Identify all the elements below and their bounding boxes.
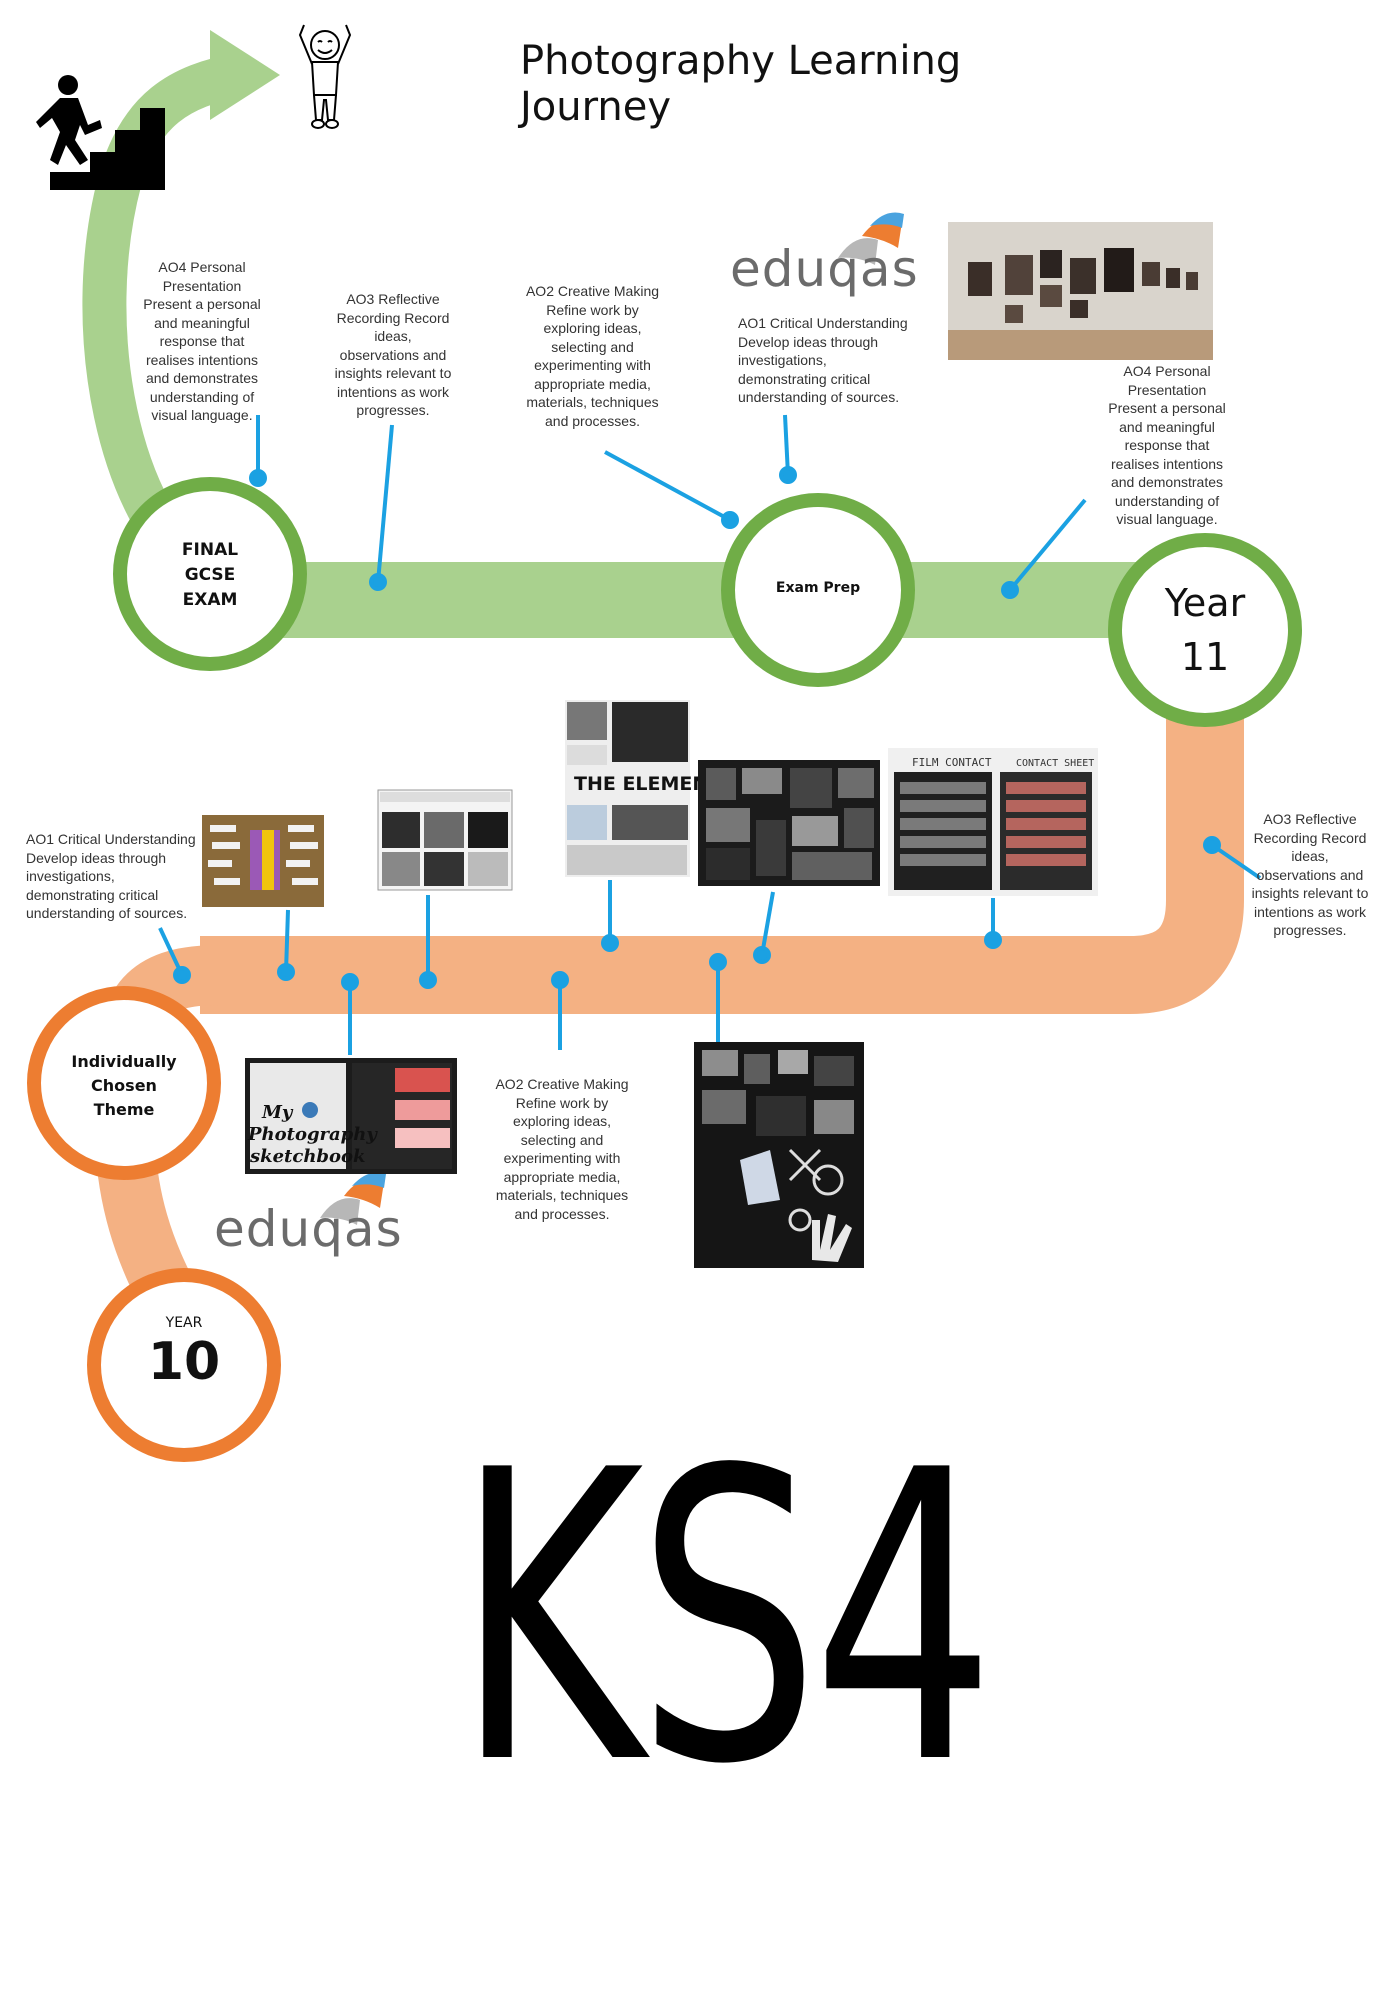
contact-sheet-text: CONTACT SHEET bbox=[1016, 758, 1094, 769]
final-exam-circle bbox=[113, 477, 307, 671]
words-photo bbox=[202, 815, 324, 907]
dark-collage-photo bbox=[698, 760, 880, 886]
theme-circle bbox=[27, 986, 221, 1180]
sketchbook-line-1: My bbox=[261, 1102, 294, 1123]
sketchbook-photo bbox=[245, 1058, 457, 1174]
eduqas-logo-mark-top bbox=[838, 212, 904, 265]
year11-circle bbox=[1108, 533, 1302, 727]
up-arrow-icon bbox=[210, 30, 280, 120]
eduqas-logo-mark-bottom bbox=[320, 1172, 386, 1225]
eduqas-logo-top: eduqas bbox=[730, 240, 919, 298]
green-track bbox=[200, 562, 1200, 638]
sketchbook-line-3: sketchbook bbox=[249, 1146, 366, 1167]
year10-label: YEAR 10 bbox=[147, 1315, 221, 1392]
the-elements-photo bbox=[565, 700, 690, 877]
stairs-climber-icon bbox=[36, 75, 165, 190]
sketchbook-line-2: Photography bbox=[247, 1124, 378, 1145]
film-contact-photo bbox=[888, 748, 1098, 896]
orange-track bbox=[200, 690, 1244, 1014]
eduqas-logo-bottom: eduqas bbox=[214, 1200, 403, 1258]
cheering-person-icon bbox=[298, 24, 352, 129]
film-contact-text: FILM CONTACT bbox=[912, 756, 992, 769]
bw-grid-photo bbox=[377, 789, 513, 891]
exam-prep-circle bbox=[721, 493, 915, 687]
connectors bbox=[158, 414, 1262, 1055]
ks4-watermark: KS4 bbox=[455, 1387, 996, 1852]
page-title: Photography Learning Journey bbox=[520, 38, 962, 130]
gallery-photo bbox=[948, 222, 1213, 360]
elements-title-text: THE ELEMENTS bbox=[574, 773, 735, 795]
exam-prep-label: Exam Prep bbox=[775, 580, 861, 596]
scissors-collage-photo bbox=[694, 1042, 864, 1268]
year10-circle bbox=[87, 1268, 281, 1462]
